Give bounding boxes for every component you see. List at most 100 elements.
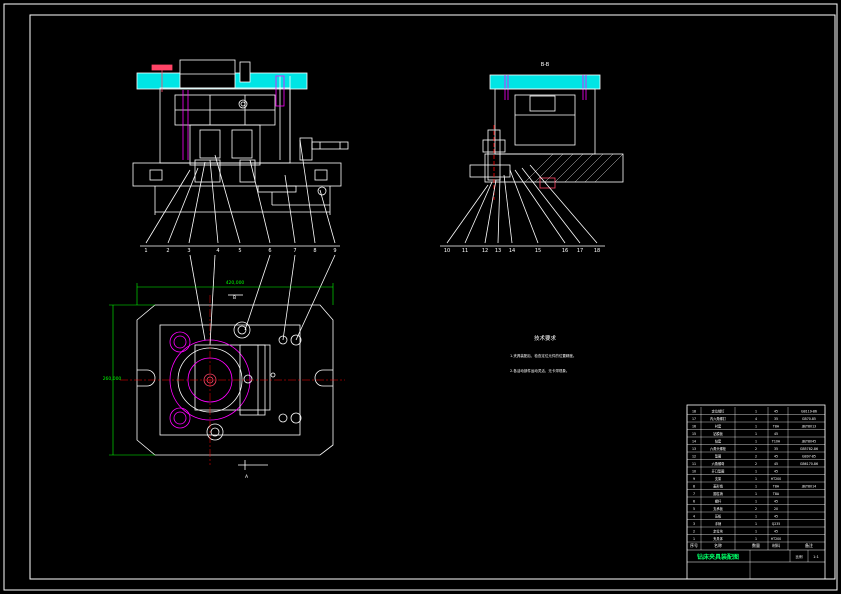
bom-cell: 17 [692,417,696,421]
bom-cell: 3 [693,522,695,526]
clamp-handle [151,64,173,71]
bom-cell: 35 [774,447,778,451]
bom-cell: 2 [755,455,757,459]
balloon-16: 16 [562,248,568,254]
bom-cell: 螺杆 [715,499,722,504]
scale-value: 1:1 [813,555,819,559]
scale-label: 比例 [796,554,804,559]
plan-base-outline [136,304,334,456]
front-view-balloons: 1 2 3 4 5 6 7 8 9 [144,248,336,254]
balloon-14: 14 [509,248,515,254]
bom-cell: 15 [692,432,696,436]
bom-cell: 10 [692,470,696,474]
dimension-height: 260,000 [103,376,122,382]
bom-cell: 1 [693,537,695,541]
bom-cell: 定位销钉 [712,409,726,414]
bom-cell: 菱形销 [713,484,723,489]
notes-line-2: 2.各活动部件运动灵活，无卡滞现象。 [510,368,569,373]
bom-header-material: 材料 [772,542,780,548]
bom-cell: 7 [693,492,695,496]
bom-cell: 1 [755,410,757,414]
side-view [440,74,624,247]
bom-cell: 1 [755,537,757,541]
balloon-8: 8 [313,248,316,254]
bom-cell: 钻模板 [713,431,723,436]
notes-title: 技术要求 [534,334,557,342]
parts-list-grid [686,407,826,550]
bom-cell: 开口垫圈 [712,469,725,474]
drawing-title: 钻床夹具装配图 [697,553,739,561]
outer-border [3,3,838,591]
balloon-6: 6 [268,248,271,254]
bom-cell: T8A [772,485,780,489]
bom-cell: T8A [772,492,780,496]
bom-cell: 六角螺母 [712,461,725,466]
balloon-3: 3 [187,248,190,254]
bom-cell: 12 [692,455,696,459]
fixture-base [132,162,342,187]
side-view-balloons: 10 11 12 13 14 15 16 17 18 [444,248,600,254]
bom-cell: GB6170-86 [800,462,818,466]
bom-cell: 45 [774,530,778,534]
bom-cell: 16 [692,425,696,429]
bom-cell: 1 [755,440,757,444]
bom-cell: 钻套 [715,439,722,444]
bom-cell: 垫圈 [715,454,721,459]
bom-cell: 4 [693,515,695,519]
bom-cell: T8A [772,425,780,429]
bom-header-name: 名称 [714,542,722,548]
balloon-15: 15 [535,248,541,254]
balloon-11: 11 [462,248,468,254]
bom-cell: 定位块 [713,529,723,534]
bom-cell: 14 [692,440,696,444]
bom-cell: JB/T8013 [801,425,816,429]
balloon-18: 18 [594,248,600,254]
balloon-5: 5 [238,248,241,254]
bom-cell: 1 [755,492,757,496]
bom-cell: 45 [774,470,778,474]
bom-header-qty: 数量 [752,542,760,548]
bom-cell: JB/T8045 [801,440,816,444]
bom-cell: 1 [755,500,757,504]
section-label: B-B [541,62,550,68]
bom-cell: 45 [774,515,778,519]
bom-cell: 1 [755,485,757,489]
bom-cell: 手柄 [715,521,722,526]
bom-cell: 内六角螺钉 [710,416,727,421]
bom-cell: GB70-85 [802,417,816,421]
balloon-2: 2 [166,248,169,254]
bom-cell: 20 [774,507,778,511]
bom-cell: 2 [755,462,757,466]
bom-cell: 45 [774,432,778,436]
bom-cell: GB119-86 [801,410,817,414]
bom-cell: 45 [774,462,778,466]
bom-cell: 45 [774,410,778,414]
bom-cell: 六角头螺栓 [710,446,727,451]
bom-cell: 压板 [715,514,722,519]
balloon-7: 7 [293,248,296,254]
bom-cell: 9 [693,477,695,481]
bom-cell: 1 [755,432,757,436]
bom-cell: 夹具体 [713,536,723,541]
bom-cell: GB5782-86 [800,447,818,451]
section-marker-a: A [245,474,249,480]
dimension-width: 420,000 [226,280,245,286]
bom-cell: 35 [774,417,778,421]
bom-header-no: 序号 [690,542,698,548]
front-view [132,59,349,247]
bom-cell: 6 [693,500,695,504]
balloon-4: 4 [216,248,219,254]
bom-cell: 1 [755,522,757,526]
bom-cell: 1 [755,530,757,534]
section-marker-b: B [233,295,236,301]
balloon-10: 10 [444,248,450,254]
balloon-13: 13 [495,248,501,254]
plan-dimensions [109,283,334,456]
bom-cell: JB/T8014 [801,485,816,489]
inner-border [29,14,836,580]
balloon-9: 9 [333,248,336,254]
bom-cell: 2 [755,507,757,511]
plan-view [120,254,345,470]
